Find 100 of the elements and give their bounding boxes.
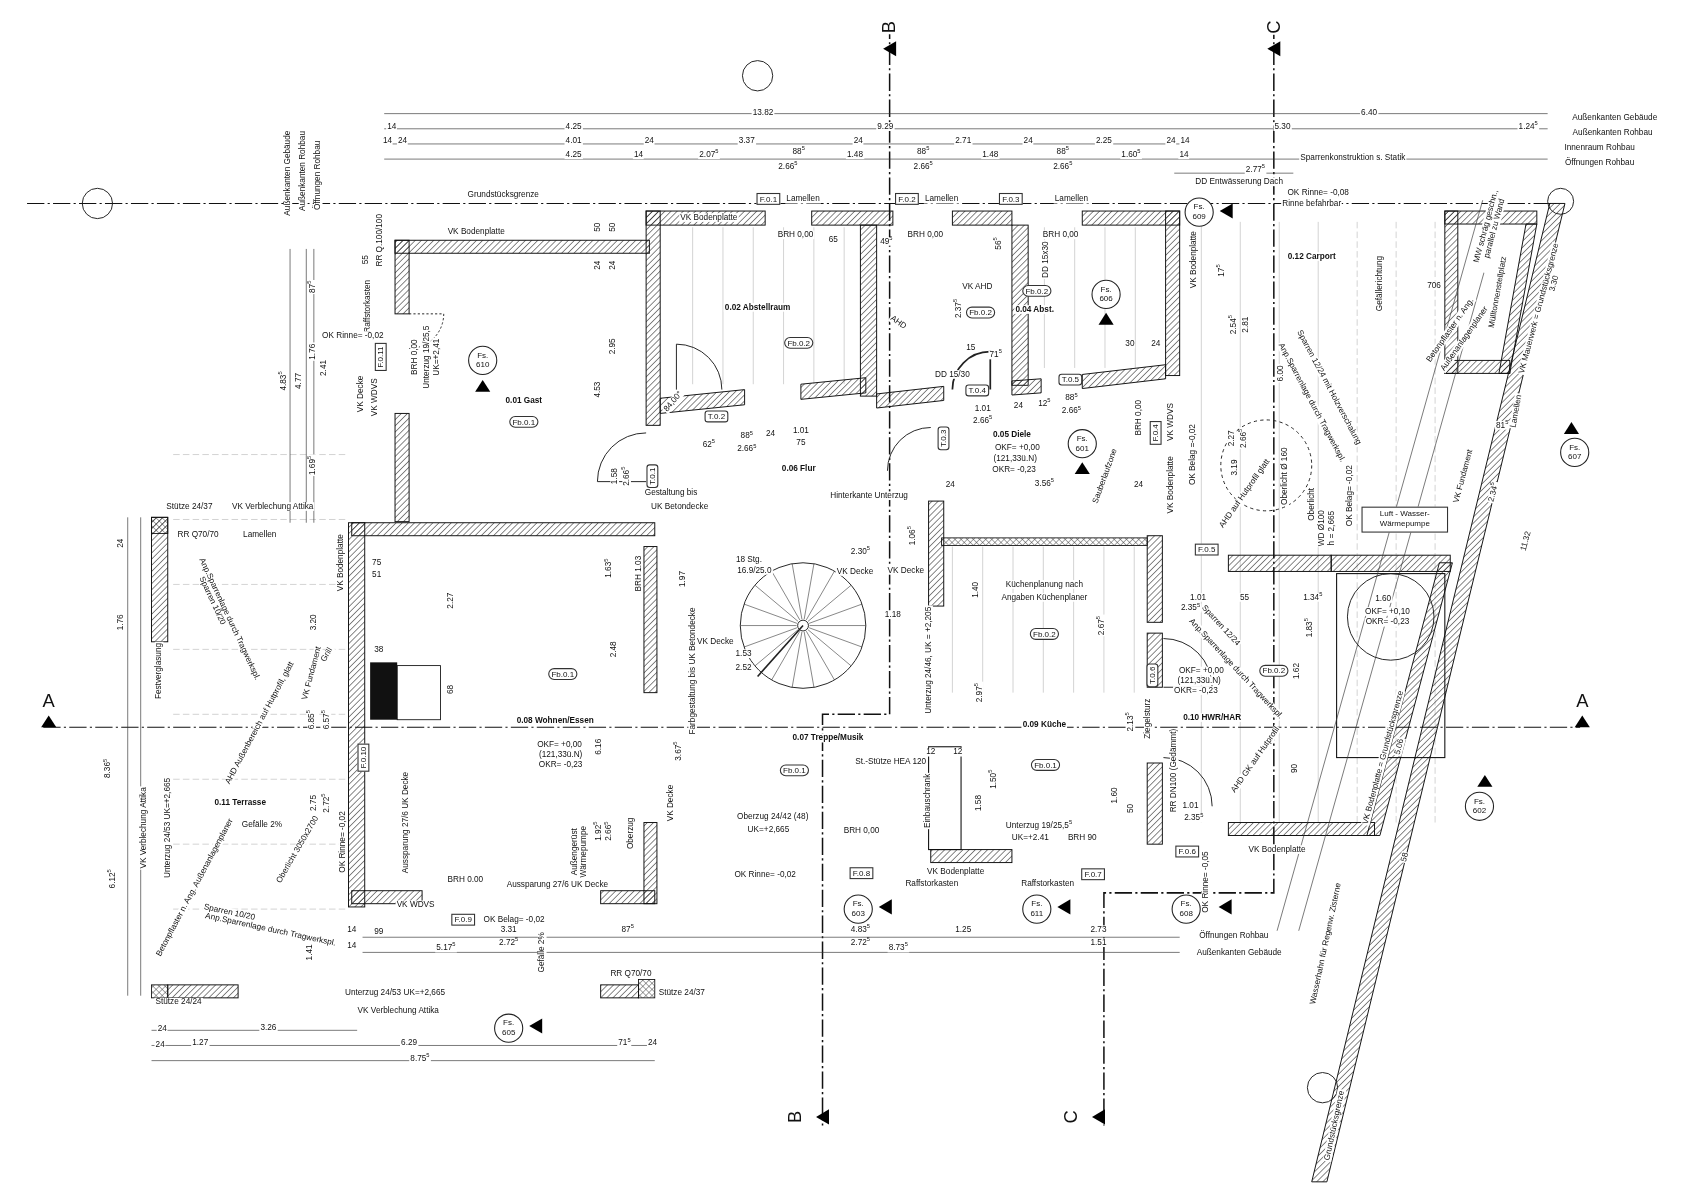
plan-annotation: Unterzug 24/53 UK=+2,665: [163, 776, 173, 880]
door-tag: T.0.6: [1146, 663, 1159, 688]
plan-annotation: Raffstorkasten: [1020, 879, 1076, 889]
door-tag: T.0.1: [646, 464, 659, 489]
plan-annotation: 24: [156, 1024, 168, 1034]
plan-annotation: 24: [608, 259, 617, 271]
plan-annotation: Oberlicht: [1307, 486, 1316, 522]
plan-annotation: Gefälle 2%: [537, 931, 547, 974]
plan-annotation: 88$^{5}$: [739, 431, 755, 441]
plan-annotation: Farbgestaltung bis UK Betondecke: [688, 606, 697, 736]
plan-annotation: Lamellen: [923, 194, 960, 204]
plan-annotation: DD 15/30: [933, 370, 971, 379]
floor-finish-tag: Fb.0.2: [965, 306, 996, 319]
plan-annotation: BRH 0,00: [1134, 398, 1143, 437]
plan-annotation: Lamellen: [785, 194, 821, 204]
plan-annotation: 30: [1124, 339, 1136, 349]
plan-annotation: 55: [361, 254, 371, 266]
plan-annotation: 1.48: [845, 150, 865, 160]
plan-annotation: VK Decke: [886, 566, 926, 575]
plan-annotation: BRH 0,00: [842, 826, 881, 836]
plan-annotation: 88$^{5}$: [791, 147, 806, 156]
plan-annotation: 13.82: [751, 108, 775, 117]
plan-annotation: 6.40: [1360, 108, 1379, 117]
view-reference-circle: Fs. 611: [1022, 894, 1052, 924]
plan-annotation: RR Q70/70: [609, 969, 653, 979]
plan-annotation: OKR= -0,23: [537, 760, 584, 770]
plan-annotation: 2.77$^{5}$: [1244, 165, 1267, 175]
view-reference-circle: Fs. 608: [1171, 894, 1201, 924]
plan-annotation: 1.01: [973, 404, 992, 414]
plan-annotation: 14: [386, 122, 398, 131]
plan-annotation: OK Rinne= -0,02: [321, 331, 385, 340]
plan-annotation: 12: [952, 747, 964, 757]
plan-annotation: Unterzug 19/25,5$^{5}$: [1004, 821, 1074, 831]
plan-annotation: 12: [925, 747, 937, 757]
plan-annotation: (121,33ü.N): [537, 750, 584, 759]
plan-annotation: 14: [1179, 136, 1191, 145]
plan-annotation: Gefällerichtung: [1375, 254, 1385, 313]
plan-annotation: Außenkanten Gebäude: [1195, 948, 1283, 957]
plan-annotation: 2.81: [1241, 315, 1250, 334]
plan-annotation: 88$^{5}$: [1055, 147, 1071, 156]
plan-annotation: 2.71: [954, 136, 973, 145]
plan-annotation: 1.60$^{5}$: [1120, 150, 1142, 160]
plan-annotation: 24: [852, 136, 864, 145]
window-tag: F.0.2: [895, 192, 919, 206]
plan-annotation: Raffstorkasten: [904, 879, 960, 889]
plan-annotation: OK Rinne= -0,02: [338, 810, 348, 874]
plan-annotation: 2.66$^{5}$: [777, 162, 799, 171]
plan-annotation: VK Bodenplatte: [926, 868, 986, 877]
room-name: 0.02 Abstellraum: [723, 303, 792, 312]
plan-annotation: Unterzug 19/25,5: [422, 324, 431, 390]
plan-annotation: Unterzug 24/46, UK = +2,205: [924, 605, 933, 715]
plan-annotation: OK Belag= -0,02: [1345, 464, 1354, 528]
plan-annotation: 24: [116, 537, 126, 549]
room-name: 0.07 Treppe/Musik: [791, 733, 865, 743]
plan-annotation: Oberzug 24/42 (48): [736, 812, 810, 822]
plan-annotation: BRH 0,00: [906, 230, 945, 240]
plan-annotation: St.-Stütze HEA 120: [854, 757, 928, 767]
plan-annotation: 2.72$^{5}$: [498, 938, 520, 947]
plan-annotation: 58: [1399, 850, 1411, 864]
plan-annotation: Angaben Küchenplaner: [1000, 593, 1089, 602]
window-tag: F.0.9: [451, 913, 476, 927]
plan-annotation: 49$^{5}$: [879, 237, 894, 246]
plan-annotation: 2.27: [1227, 429, 1236, 448]
plan-annotation: 24: [1132, 480, 1145, 490]
plan-annotation: 2.72$^{5}$: [849, 938, 872, 947]
plan-annotation: 2.07$^{5}$: [698, 150, 720, 160]
plan-annotation: 9.29: [876, 122, 895, 131]
plan-annotation: 68: [447, 683, 456, 696]
plan-annotation: 2.27: [447, 591, 456, 610]
plan-annotation: 2.35$^{5}$: [1183, 813, 1205, 823]
view-reference-circle: Fs. 602: [1464, 791, 1495, 821]
plan-annotation: Außenkanten Rohbau: [298, 129, 308, 213]
plan-annotation: VK Verblechung Attika: [231, 502, 315, 511]
door-tag: T.0.3: [937, 426, 950, 451]
plan-annotation: Unterzug 24/53 UK=+2,665: [343, 988, 447, 997]
plan-annotation: 4.01: [564, 136, 583, 145]
plan-annotation: Außengerüst Wärmepumpe: [570, 823, 588, 880]
door-tag: T.0.4: [965, 384, 990, 397]
floor-finish-tag: Fb.0.1: [548, 668, 578, 681]
window-tag: F.0.11: [374, 343, 388, 371]
plan-annotation: 3.56$^{5}$: [1033, 479, 1056, 489]
window-tag: F.0.8: [849, 867, 874, 880]
plan-annotation: 50: [1126, 802, 1136, 815]
plan-annotation: OK Rinne= -0,08: [1286, 188, 1350, 197]
plan-annotation: 87$^{5}$: [620, 925, 635, 934]
plan-annotation: Oberzug: [626, 816, 636, 851]
plan-annotation: RR Q.100/100: [375, 212, 385, 268]
door-tag: T.0.2: [704, 410, 729, 423]
plan-annotation: 1.24$^{5}$: [1517, 122, 1539, 131]
floor-finish-tag: Fb.0.1: [1030, 759, 1061, 772]
plan-annotation: 6.29: [400, 1039, 419, 1048]
plan-annotation: RR Q70/70: [176, 530, 220, 539]
plan-annotation: 6.16: [594, 737, 603, 756]
plan-annotation: 24: [944, 480, 956, 490]
window-tag: F.0.4: [1149, 421, 1163, 445]
plan-annotation: WD Ø100: [1317, 509, 1326, 548]
plan-annotation: 51: [370, 570, 383, 579]
plan-annotation: 1.41: [305, 943, 314, 962]
plan-annotation: 1.40: [971, 580, 981, 599]
plan-annotation: Aussparung 27/6 UK Decke: [401, 770, 411, 875]
